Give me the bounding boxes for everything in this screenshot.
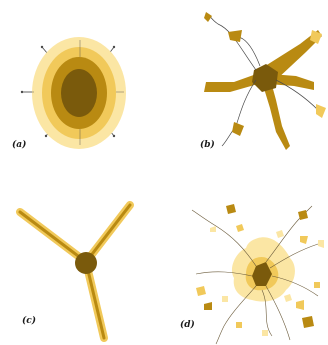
panel-d-label: (d) — [180, 319, 195, 330]
panel-b-flag-top-left — [204, 12, 212, 22]
panel-d-fragment — [196, 286, 206, 296]
panel-a — [21, 37, 126, 149]
panel-a-core — [61, 69, 97, 117]
panel-d-fragment — [284, 294, 292, 302]
panel-d-fragment — [296, 300, 304, 310]
panel-c — [20, 205, 130, 338]
panel-d-fragment — [300, 236, 308, 244]
panel-b-label: (b) — [200, 139, 215, 150]
panel-c-core — [75, 252, 97, 274]
panel-d-fragment — [236, 322, 242, 328]
panel-d-fragment — [314, 282, 320, 288]
panel-c-label: (c) — [22, 315, 36, 326]
panel-d-fragment — [222, 296, 228, 302]
panel-d-fragment — [318, 240, 324, 248]
panel-d-fragment — [210, 226, 216, 232]
panel-d — [192, 204, 324, 344]
panel-d-fragment — [276, 230, 284, 238]
panel-b-flag-bottom — [232, 122, 244, 136]
panel-d-fragment — [226, 204, 236, 214]
panel-d-fragment — [204, 302, 212, 310]
panel-d-fragment — [262, 330, 268, 336]
panel-d-fragment — [302, 316, 314, 328]
panel-b-flag-top — [228, 30, 242, 42]
panel-d-fragment — [236, 224, 244, 232]
panel-b — [204, 12, 326, 150]
panel-b-flag-right — [316, 104, 326, 118]
panel-a-label: (a) — [12, 139, 26, 150]
panel-c-arms — [20, 205, 130, 338]
